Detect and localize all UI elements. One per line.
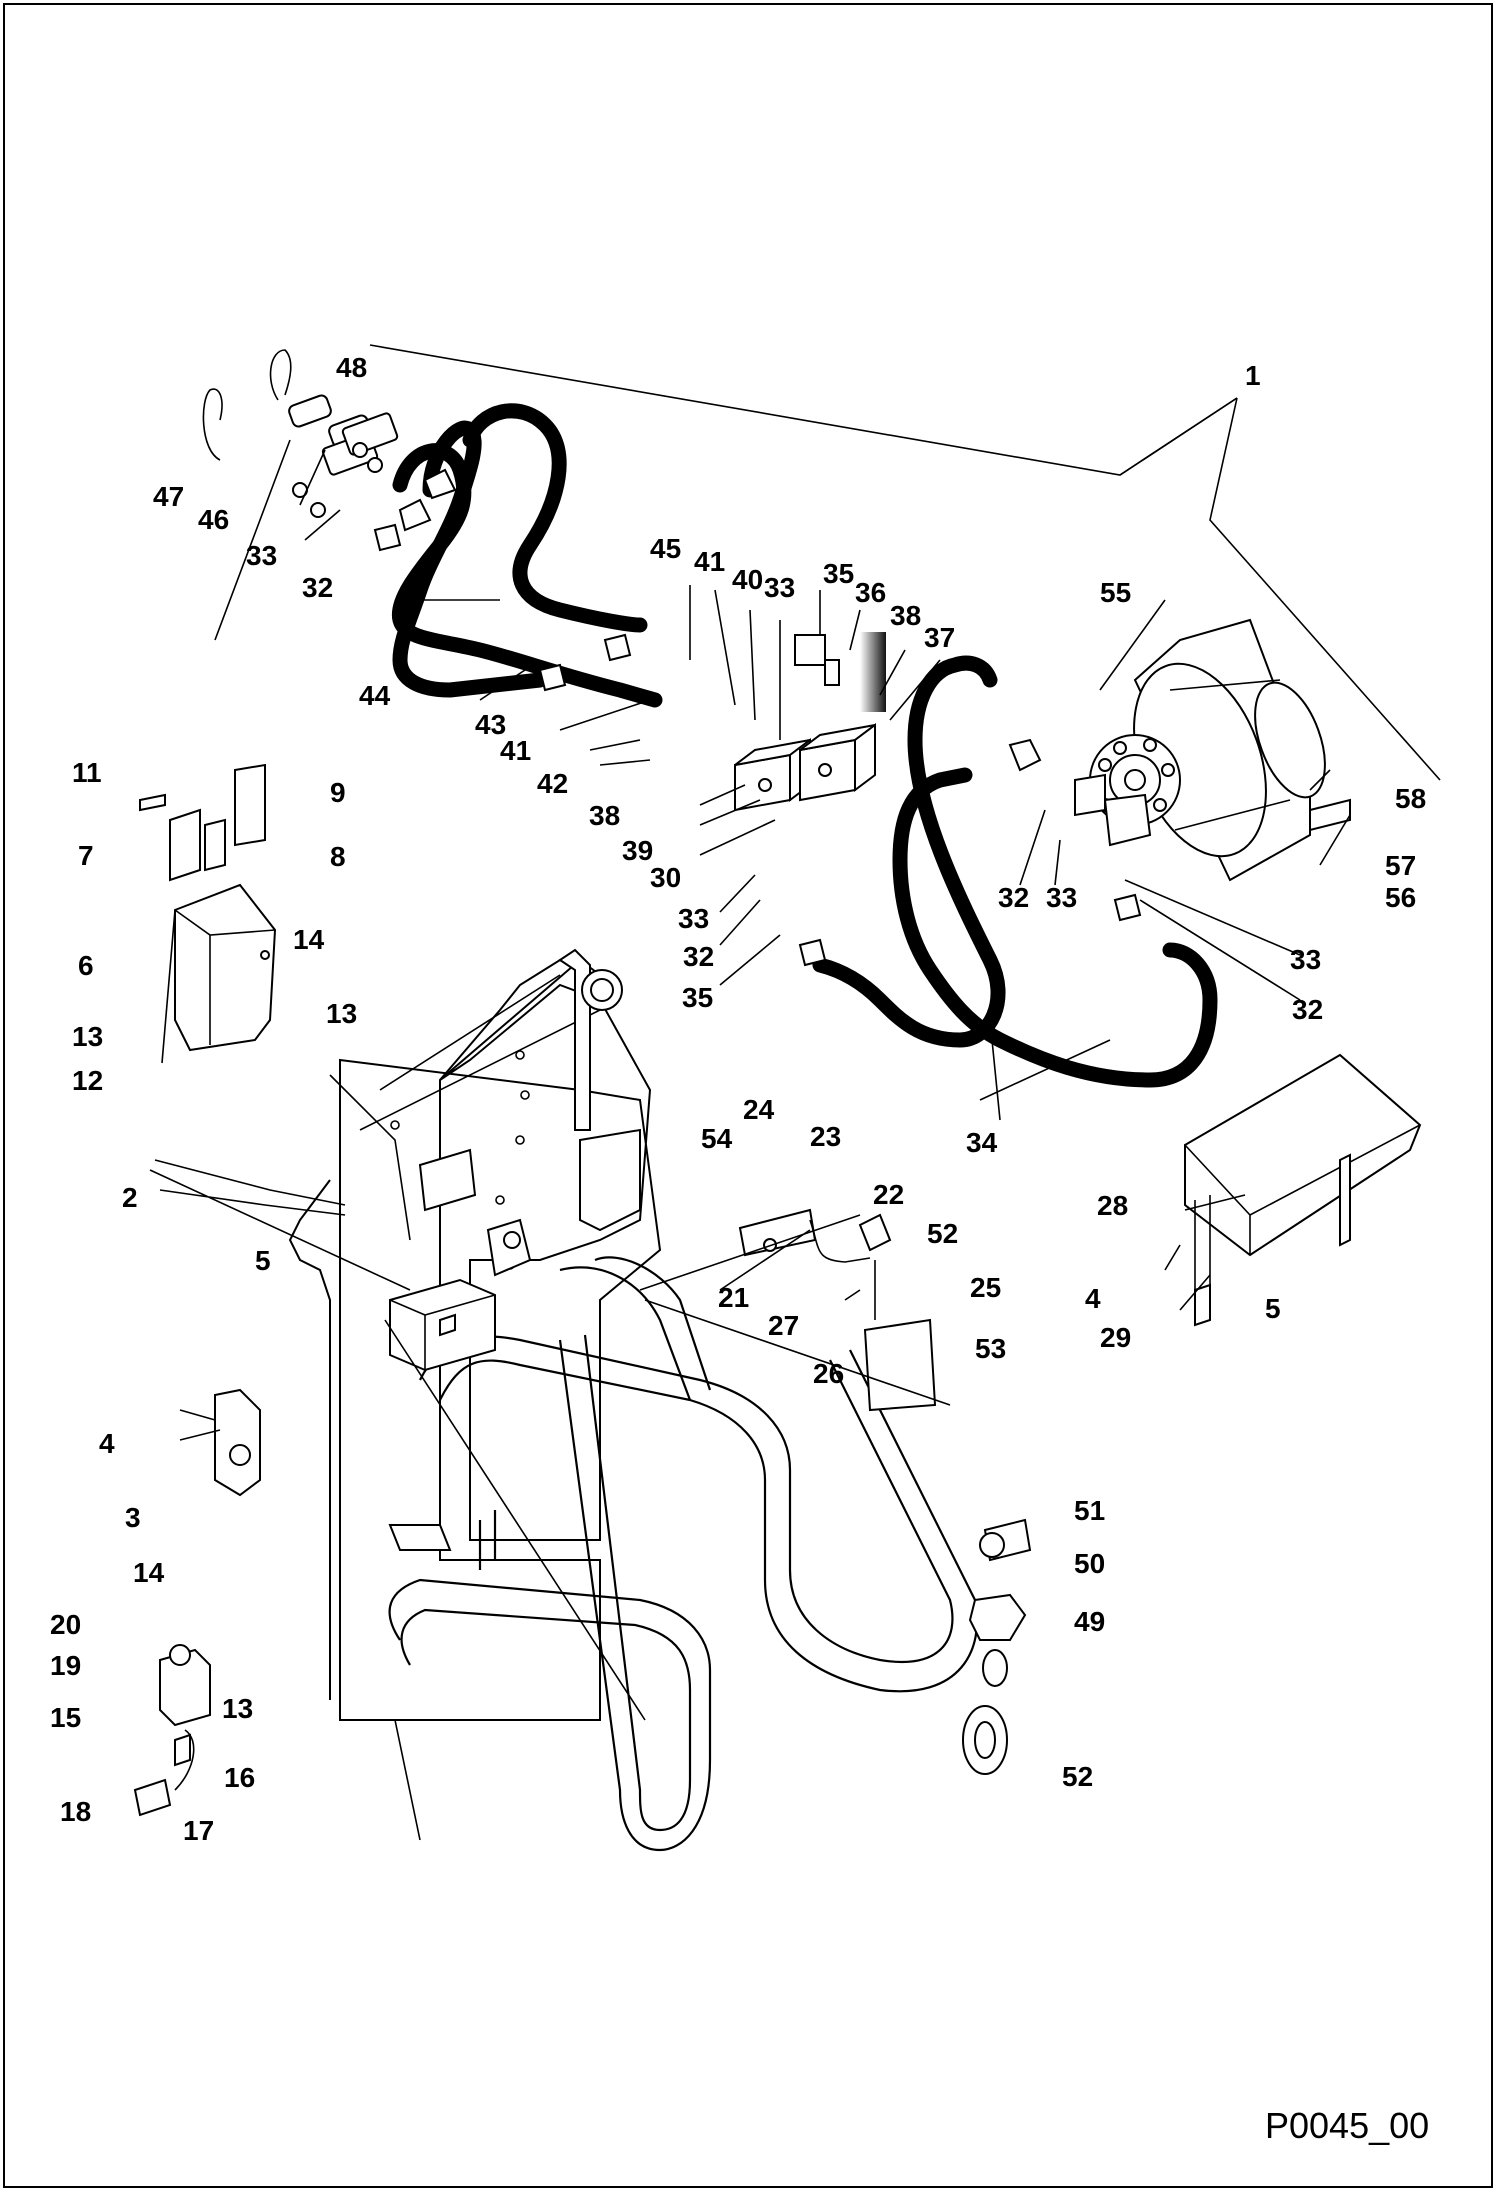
callout-33: 33	[1046, 882, 1077, 913]
callout-49: 49	[1074, 1606, 1105, 1637]
callout-2: 2	[122, 1182, 138, 1213]
callout-13: 13	[222, 1693, 253, 1724]
callout-33: 33	[764, 572, 795, 603]
quick-couplers	[202, 349, 399, 518]
callout-17: 17	[183, 1815, 214, 1846]
callout-13: 13	[326, 998, 357, 1029]
callout-15: 15	[50, 1702, 81, 1733]
callout-51: 51	[1074, 1495, 1105, 1526]
remote-control-box	[139, 763, 277, 1052]
callout-3: 3	[125, 1502, 141, 1533]
pendant-plug	[133, 1644, 211, 1817]
callout-8: 8	[330, 841, 346, 872]
callout-14: 14	[293, 924, 325, 955]
callout-labels: 1 2 3 4 4 5 5 6 7 8 9 11 12 13 13 13 14 …	[50, 352, 1429, 2146]
callout-52: 52	[927, 1218, 958, 1249]
callout-32: 32	[683, 941, 714, 972]
callout-7: 7	[78, 840, 94, 871]
callout-16: 16	[224, 1762, 255, 1793]
callout-18: 18	[60, 1796, 91, 1827]
callout-42: 42	[537, 768, 568, 799]
callout-34: 34	[966, 1127, 998, 1158]
callout-32: 32	[302, 572, 333, 603]
callout-35: 35	[823, 558, 854, 589]
callout-11: 11	[72, 757, 102, 788]
hose-fittings	[373, 468, 1142, 967]
callout-25: 25	[970, 1272, 1001, 1303]
callout-24: 24	[743, 1094, 775, 1125]
callout-20: 20	[50, 1609, 81, 1640]
callout-32: 32	[998, 882, 1029, 913]
callout-28: 28	[1097, 1190, 1128, 1221]
callout-1: 1	[1245, 360, 1261, 391]
callout-22: 22	[873, 1179, 904, 1210]
callout-26: 26	[813, 1358, 844, 1389]
callout-9: 9	[330, 777, 346, 808]
callout-38: 38	[890, 600, 921, 631]
callout-29: 29	[1100, 1322, 1131, 1353]
callout-43: 43	[475, 709, 506, 740]
callout-50: 50	[1074, 1548, 1105, 1579]
callout-54: 54	[701, 1123, 733, 1154]
callout-33: 33	[678, 903, 709, 934]
callout-44: 44	[359, 680, 391, 711]
callout-12: 12	[72, 1065, 103, 1096]
mount-plate	[214, 1388, 261, 1497]
callout-45: 45	[650, 533, 681, 564]
callout-19: 19	[50, 1650, 81, 1681]
callout-53: 53	[975, 1333, 1006, 1364]
callout-36: 36	[855, 577, 886, 608]
callout-21: 21	[718, 1282, 749, 1313]
figure-code: P0045_00	[1265, 2105, 1429, 2146]
callout-47: 47	[153, 481, 184, 512]
callout-35: 35	[682, 982, 713, 1013]
solenoid-valve	[794, 632, 886, 712]
callout-23: 23	[810, 1121, 841, 1152]
callout-58: 58	[1395, 783, 1426, 814]
callout-30: 30	[650, 862, 681, 893]
callout-32: 32	[1292, 994, 1323, 1025]
callout-37: 37	[924, 622, 955, 653]
callout-4: 4	[99, 1428, 115, 1459]
callout-52: 52	[1062, 1761, 1093, 1792]
callout-55: 55	[1100, 577, 1131, 608]
leader-lines	[149, 397, 1351, 1841]
callout-57: 57	[1385, 850, 1416, 881]
callout-39: 39	[622, 835, 653, 866]
callout-5: 5	[1265, 1293, 1281, 1324]
callout-33: 33	[246, 540, 277, 571]
cable-bracket	[738, 1208, 871, 1263]
valve-blocks	[734, 723, 876, 812]
callout-41: 41	[694, 546, 725, 577]
callout-5: 5	[255, 1245, 271, 1276]
callout-48: 48	[336, 352, 367, 383]
callout-41: 41	[500, 735, 531, 766]
callout-13: 13	[72, 1021, 103, 1052]
diagram-frame	[3, 3, 1493, 2188]
hydraulic-hoses	[391, 403, 1218, 1088]
callout-40: 40	[732, 564, 763, 595]
winch-cover	[1184, 1053, 1422, 1327]
callout-33: 33	[1290, 944, 1321, 975]
callout-6: 6	[78, 950, 94, 981]
callout-4: 4	[1085, 1283, 1101, 1314]
callout-56: 56	[1385, 882, 1416, 913]
callout-46: 46	[198, 504, 229, 535]
frame-control-box	[389, 1218, 532, 1372]
callout-38: 38	[589, 800, 620, 831]
hook-and-block	[844, 1213, 1032, 1775]
lift-frame-part	[288, 948, 662, 1721]
callout-14: 14	[133, 1557, 165, 1588]
winch-assembly	[1074, 618, 1351, 882]
callout-27: 27	[768, 1310, 799, 1341]
